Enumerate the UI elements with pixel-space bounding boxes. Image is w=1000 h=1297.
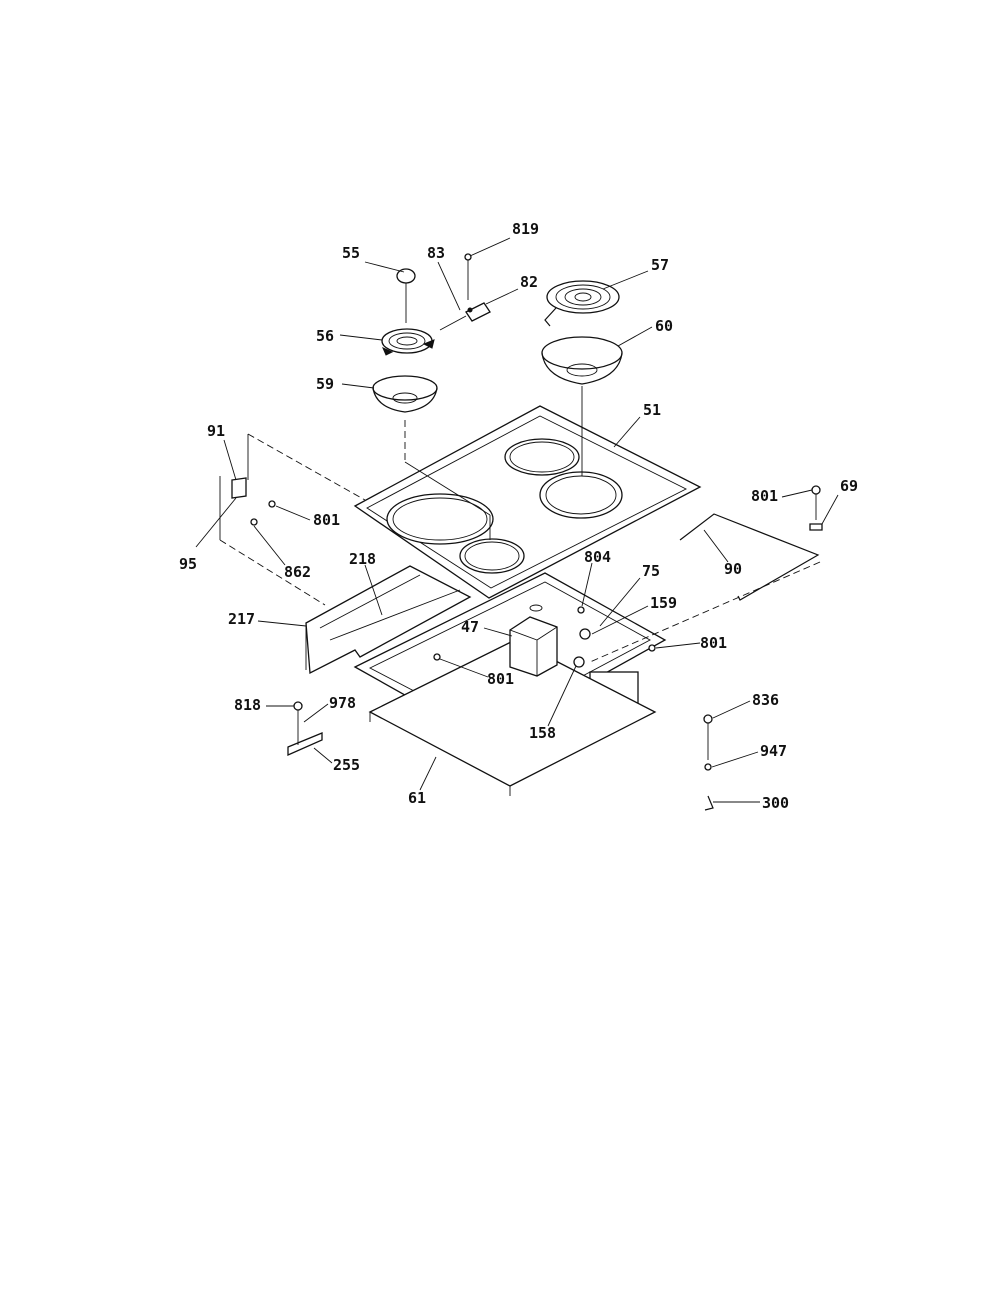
large-drip-bowl: [541, 336, 623, 476]
bottom-pan: [368, 639, 657, 796]
screw: [464, 253, 472, 300]
front-rail: [305, 565, 472, 675]
part-label: 947: [760, 742, 787, 760]
terminal-block: [439, 302, 491, 331]
part-label: 255: [333, 756, 360, 774]
part-label: 59: [316, 375, 334, 393]
part-label: 61: [408, 789, 426, 807]
junction-box: [509, 604, 558, 677]
part-label: 95: [179, 555, 197, 573]
part-label: 801: [487, 670, 514, 688]
part-label: 60: [655, 317, 673, 335]
part-label: 56: [316, 327, 334, 345]
part-label: 90: [724, 560, 742, 578]
part-label: 158: [529, 724, 556, 742]
large-surface-element: [544, 280, 620, 327]
part-label: 801: [700, 634, 727, 652]
part-label: 978: [329, 694, 356, 712]
part-label: 218: [349, 550, 376, 568]
wire-rack: [589, 513, 821, 663]
part-labels: 55 83 819 82 57 56 60 59 51 91 801 95 86…: [179, 220, 858, 812]
terminal-strip: [287, 701, 323, 756]
part-label: 818: [234, 696, 261, 714]
part-label: 47: [461, 618, 479, 636]
part-label: 55: [342, 244, 360, 262]
part-label: 300: [762, 794, 789, 812]
part-label: 819: [512, 220, 539, 238]
part-label: 836: [752, 691, 779, 709]
small-surface-element: [381, 328, 435, 356]
part-label: 862: [284, 563, 311, 581]
leveling-leg: [703, 714, 714, 811]
part-label: 51: [643, 401, 661, 419]
leader-lines: [195, 237, 839, 803]
hardware: [433, 485, 823, 668]
part-label: 57: [651, 256, 669, 274]
cooktop-panel: [353, 405, 702, 599]
part-label: 91: [207, 422, 225, 440]
part-label: 217: [228, 610, 255, 628]
part-label: 82: [520, 273, 538, 291]
part-label: 801: [751, 487, 778, 505]
knob: [396, 268, 416, 323]
part-label: 801: [313, 511, 340, 529]
bracket: [219, 433, 366, 606]
part-label: 804: [584, 548, 611, 566]
part-label: 83: [427, 244, 445, 262]
part-label: 69: [840, 477, 858, 495]
part-label: 75: [642, 562, 660, 580]
part-label: 159: [650, 594, 677, 612]
